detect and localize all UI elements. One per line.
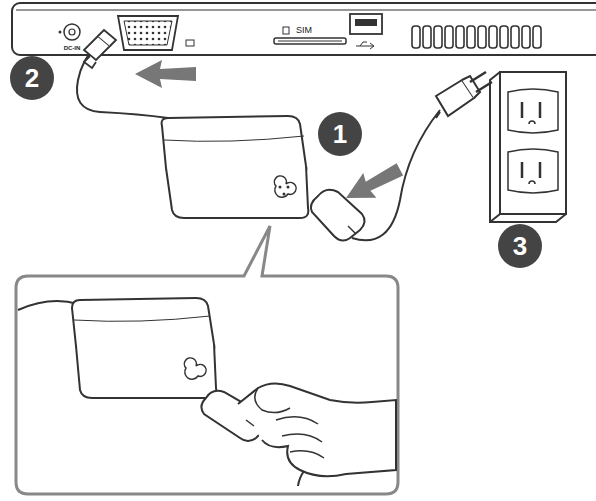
vent-slot — [533, 26, 541, 48]
power-adapter-part — [164, 136, 304, 141]
vent-slot — [456, 26, 464, 48]
hand-with-plug-part — [255, 388, 290, 413]
mains-cord-part — [436, 112, 440, 118]
hand-with-plug — [201, 383, 396, 486]
wall-outlet — [490, 72, 566, 222]
laptop-edge-part — [118, 16, 178, 50]
vent-slot — [500, 26, 508, 48]
mains-cord — [311, 72, 492, 241]
inset-adapter-part — [74, 316, 210, 321]
laptop-edge-part — [69, 29, 75, 35]
power-adapter-part — [274, 176, 296, 197]
laptop-edge-part — [274, 38, 346, 44]
mains-cord-part — [462, 76, 480, 98]
laptop-edge-part — [59, 31, 62, 34]
wall-outlet-part — [490, 72, 566, 222]
laptop-edge-part — [356, 42, 374, 49]
wall-outlet-part — [508, 149, 558, 193]
laptop-edge-part — [16, 10, 596, 11]
inset-adapter — [18, 298, 216, 398]
mains-cord-part — [348, 226, 356, 234]
inset-adapter-part — [184, 358, 206, 379]
vent-slot — [522, 26, 530, 48]
port-label: SIM — [296, 26, 312, 35]
dc-plug-part — [84, 56, 96, 68]
power-adapter-part — [279, 186, 282, 189]
inset-adapter-part — [76, 344, 216, 398]
arrow-2 — [135, 60, 196, 88]
callout-number: 1 — [333, 121, 347, 147]
vent-slot — [511, 26, 519, 48]
wall-outlet-part — [522, 102, 540, 178]
callout-circles-part — [10, 56, 54, 100]
power-adapter-part — [287, 186, 290, 189]
laptop-edge-part — [283, 27, 289, 34]
laptop-edge-part — [278, 41, 342, 42]
wall-outlet-part — [529, 121, 535, 184]
callout-number: 3 — [513, 233, 527, 259]
hand-with-plug-part — [238, 383, 396, 476]
power-adapter-part — [283, 193, 286, 196]
hand-with-plug-part — [276, 417, 324, 458]
mains-cord-part — [470, 72, 492, 92]
vent-slot — [412, 26, 420, 48]
vent-slot — [445, 26, 453, 48]
inset-frame — [16, 226, 398, 494]
laptop-edge-part — [124, 21, 172, 45]
laptop-edge-part — [350, 14, 382, 34]
wall-outlet-part — [508, 89, 558, 133]
vent-slot — [423, 26, 431, 48]
inset-adapter-part — [18, 301, 78, 310]
power-adapter — [162, 116, 309, 218]
vent-slots — [412, 26, 541, 48]
port-label: DC-IN — [64, 45, 81, 51]
hand-with-plug-part — [246, 420, 254, 426]
callout-circles — [10, 56, 542, 268]
vent-slot — [489, 26, 497, 48]
callout-circles-part — [318, 112, 362, 156]
laptop-edge-part — [355, 19, 377, 26]
wall-outlet-part — [500, 72, 566, 214]
inset-frame-part — [16, 226, 398, 494]
power-adapter-part — [166, 166, 308, 218]
vent-slot — [478, 26, 486, 48]
laptop-edge-part — [186, 40, 194, 46]
vent-slot — [434, 26, 442, 48]
callout-circles-part — [498, 224, 542, 268]
laptop-edge-part — [64, 24, 80, 40]
arrow-1 — [339, 157, 406, 210]
dc-plug-part — [98, 30, 116, 46]
callout-number: 2 — [25, 65, 39, 91]
vent-slot — [467, 26, 475, 48]
